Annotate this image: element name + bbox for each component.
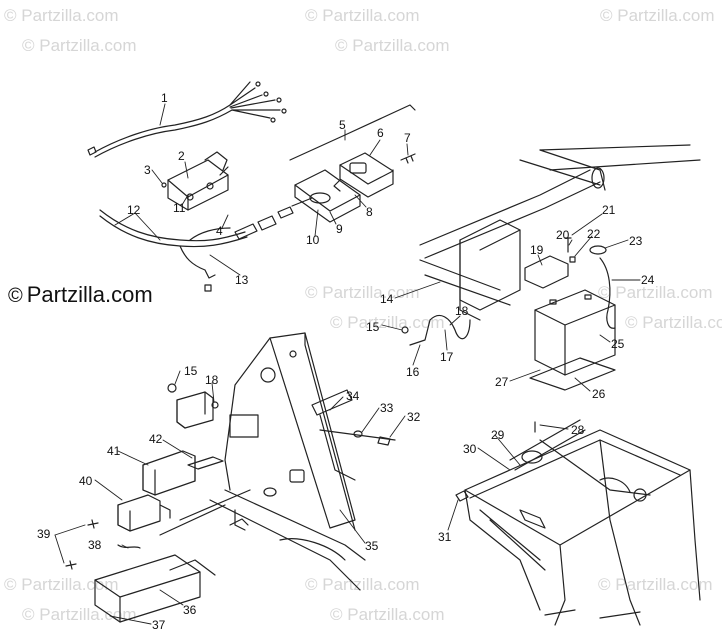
callout-36: 36 [183, 603, 197, 617]
watermark: © Partzilla.com [598, 575, 713, 594]
watermark: © Partzilla.com [330, 313, 445, 332]
callout-5: 5 [339, 118, 346, 132]
watermark: © Partzilla.com [330, 605, 445, 624]
front-frame [456, 420, 700, 625]
callout-19: 19 [530, 243, 544, 257]
callout-37: 37 [152, 618, 166, 632]
watermark: © Partzilla.com [4, 6, 119, 25]
battery-frame [402, 145, 700, 390]
callout-8: 8 [366, 205, 373, 219]
callout-1: 1 [161, 91, 168, 105]
callout-28: 28 [571, 423, 585, 437]
watermark: © Partzilla.com [305, 575, 420, 594]
callout-40: 40 [79, 474, 93, 488]
callout-32: 32 [407, 410, 421, 424]
callout-31: 31 [438, 530, 452, 544]
callout-38: 38 [88, 538, 102, 552]
callout-34: 34 [346, 389, 360, 403]
callout-6: 6 [377, 126, 384, 140]
partzilla-watermark: ©Partzilla.com [8, 282, 153, 307]
callout-9: 9 [336, 222, 343, 236]
watermark: © Partzilla.com [4, 575, 119, 594]
callout-16: 16 [406, 365, 420, 379]
callout-15: 15 [366, 320, 380, 334]
callout-24: 24 [641, 273, 655, 287]
callout-18b: 18 [205, 373, 219, 387]
watermark: © Partzilla.com [22, 605, 137, 624]
callout-14: 14 [380, 292, 394, 306]
callout-27: 27 [495, 375, 509, 389]
callout-10: 10 [306, 233, 320, 247]
watermark: © Partzilla.com [22, 36, 137, 55]
callout-30: 30 [463, 442, 477, 456]
copyright-icon: © [8, 285, 23, 307]
wire-harness [88, 82, 312, 291]
callout-33: 33 [380, 401, 394, 415]
callout-21: 21 [602, 203, 616, 217]
watermark: © Partzilla.com [598, 283, 713, 302]
callout-29: 29 [491, 428, 505, 442]
rear-mount-plate [66, 333, 395, 622]
callout-35: 35 [365, 539, 379, 553]
tail-light-assembly [290, 105, 415, 222]
callout-22: 22 [587, 227, 601, 241]
watermark: © Partzilla.com [305, 283, 420, 302]
watermark: © Partzilla.com [625, 313, 722, 332]
callout-15b: 15 [184, 364, 198, 378]
callout-7: 7 [404, 131, 411, 145]
leader-lines [55, 104, 640, 624]
callout-25: 25 [611, 337, 625, 351]
callout-2: 2 [178, 149, 185, 163]
callout-20: 20 [556, 228, 570, 242]
callout-42: 42 [149, 432, 163, 446]
callout-11: 11 [173, 201, 186, 215]
callout-12: 12 [127, 203, 141, 217]
relay-bracket [162, 152, 228, 210]
callout-39: 39 [37, 527, 51, 541]
watermark: © Partzilla.com [600, 6, 715, 25]
callout-13: 13 [235, 273, 249, 287]
callout-17: 17 [440, 350, 454, 364]
callout-4: 4 [216, 224, 223, 238]
callout-26: 26 [592, 387, 606, 401]
callout-18: 18 [455, 304, 469, 318]
callout-23: 23 [629, 234, 643, 248]
callout-41: 41 [107, 444, 121, 458]
watermark: © Partzilla.com [305, 6, 420, 25]
watermark: © Partzilla.com [335, 36, 450, 55]
callout-3: 3 [144, 163, 151, 177]
